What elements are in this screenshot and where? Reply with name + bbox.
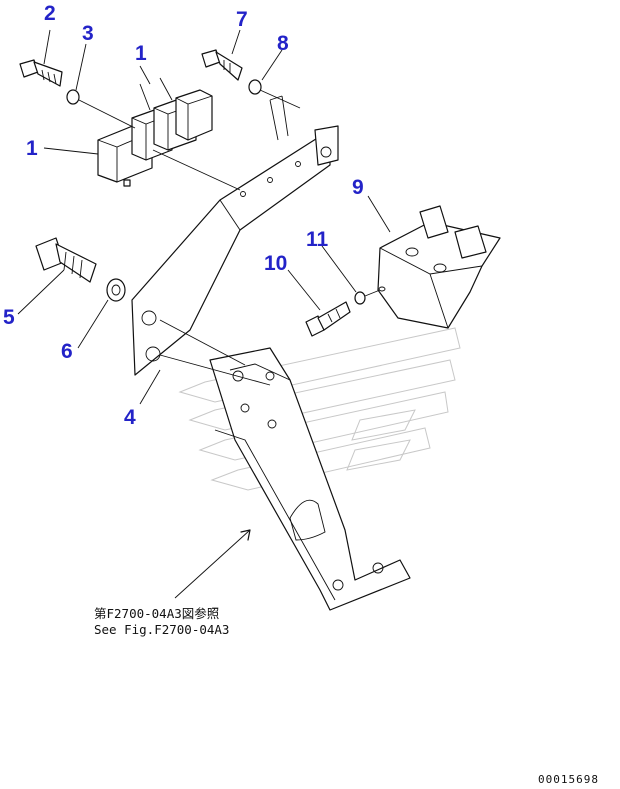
- callout-1b: 1: [26, 137, 38, 160]
- callout-6: 6: [61, 340, 73, 363]
- callout-10: 10: [264, 252, 287, 275]
- callout-7: 7: [236, 8, 248, 31]
- bracket-4: [131, 125, 339, 376]
- callout-5: 5: [3, 306, 15, 329]
- washer-6: [106, 278, 126, 302]
- callout-4: 4: [124, 406, 136, 429]
- leader-lines: [17, 29, 391, 599]
- relay-assembly-1: [97, 77, 213, 187]
- drawing-serial: 00015698: [538, 773, 599, 786]
- assembly-lines: [78, 89, 381, 386]
- washer-8: [248, 79, 262, 95]
- washer-3: [66, 89, 80, 105]
- bolt-10: [305, 301, 351, 337]
- bolt-2: [19, 59, 63, 87]
- callout-3: 3: [82, 22, 94, 45]
- callout-2: 2: [44, 2, 56, 25]
- bolt-7: [201, 49, 243, 81]
- callout-9: 9: [352, 176, 364, 199]
- bolt-5: [35, 237, 97, 283]
- callout-8: 8: [277, 32, 289, 55]
- bracket-9: [377, 205, 501, 329]
- reference-note-en: See Fig.F2700-04A3: [94, 622, 229, 637]
- reference-note-jp: 第F2700-04A3図参照: [94, 606, 219, 621]
- washer-11: [354, 291, 366, 305]
- support-bracket: [209, 347, 411, 611]
- watermark-logo: [178, 327, 461, 491]
- wire-clip: [269, 95, 289, 141]
- callout-11: 11: [306, 228, 329, 251]
- callout-1a: 1: [135, 42, 147, 65]
